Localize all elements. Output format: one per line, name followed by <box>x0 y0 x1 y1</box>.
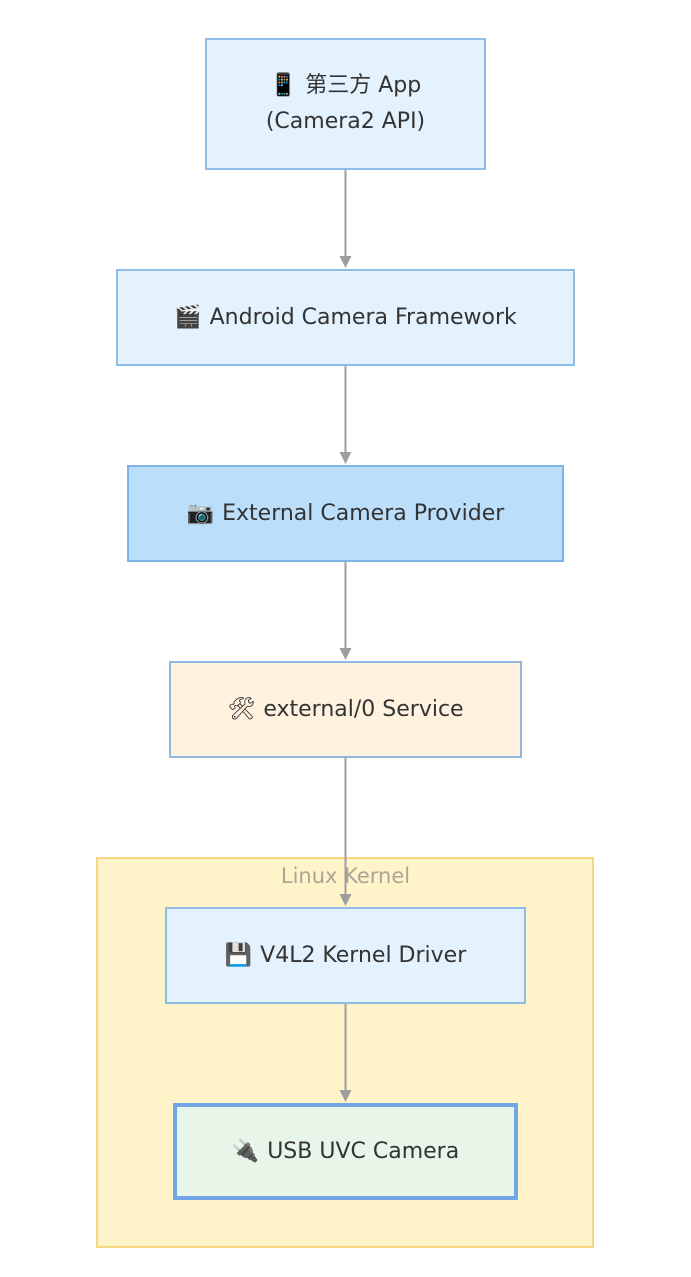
node-third-party-app: 📱 第三方 App (Camera2 API) <box>205 38 486 170</box>
node-usb-uvc-camera-label: USB UVC Camera <box>267 1138 460 1164</box>
mobile-phone-icon: 📱 <box>269 73 298 98</box>
node-external-service-label: external/0 Service <box>263 696 464 722</box>
node-external-service: 🛠 external/0 Service <box>169 661 522 758</box>
node-third-party-app-subtitle: (Camera2 API) <box>265 109 426 134</box>
node-external-camera-provider-label: External Camera Provider <box>222 500 505 526</box>
node-android-camera-framework: 🎬 Android Camera Framework <box>116 269 575 366</box>
node-usb-uvc-camera: 🔌 USB UVC Camera <box>173 1103 518 1200</box>
node-android-camera-framework-label: Android Camera Framework <box>209 304 517 330</box>
clapperboard-icon: 🎬 <box>174 304 202 330</box>
floppy-disk-icon: 💾 <box>224 942 253 968</box>
node-external-camera-provider: 📷 External Camera Provider <box>127 465 564 562</box>
plug-icon: 🔌 <box>231 1138 260 1164</box>
linux-kernel-cluster-label: Linux Kernel <box>280 864 411 888</box>
node-third-party-app-title: 第三方 App <box>305 73 422 98</box>
node-v4l2-kernel-driver: 💾 V4L2 Kernel Driver <box>165 907 526 1004</box>
node-v4l2-kernel-driver-label: V4L2 Kernel Driver <box>260 942 467 968</box>
camera-icon: 📷 <box>186 500 215 526</box>
hammer-wrench-icon: 🛠 <box>227 696 256 722</box>
